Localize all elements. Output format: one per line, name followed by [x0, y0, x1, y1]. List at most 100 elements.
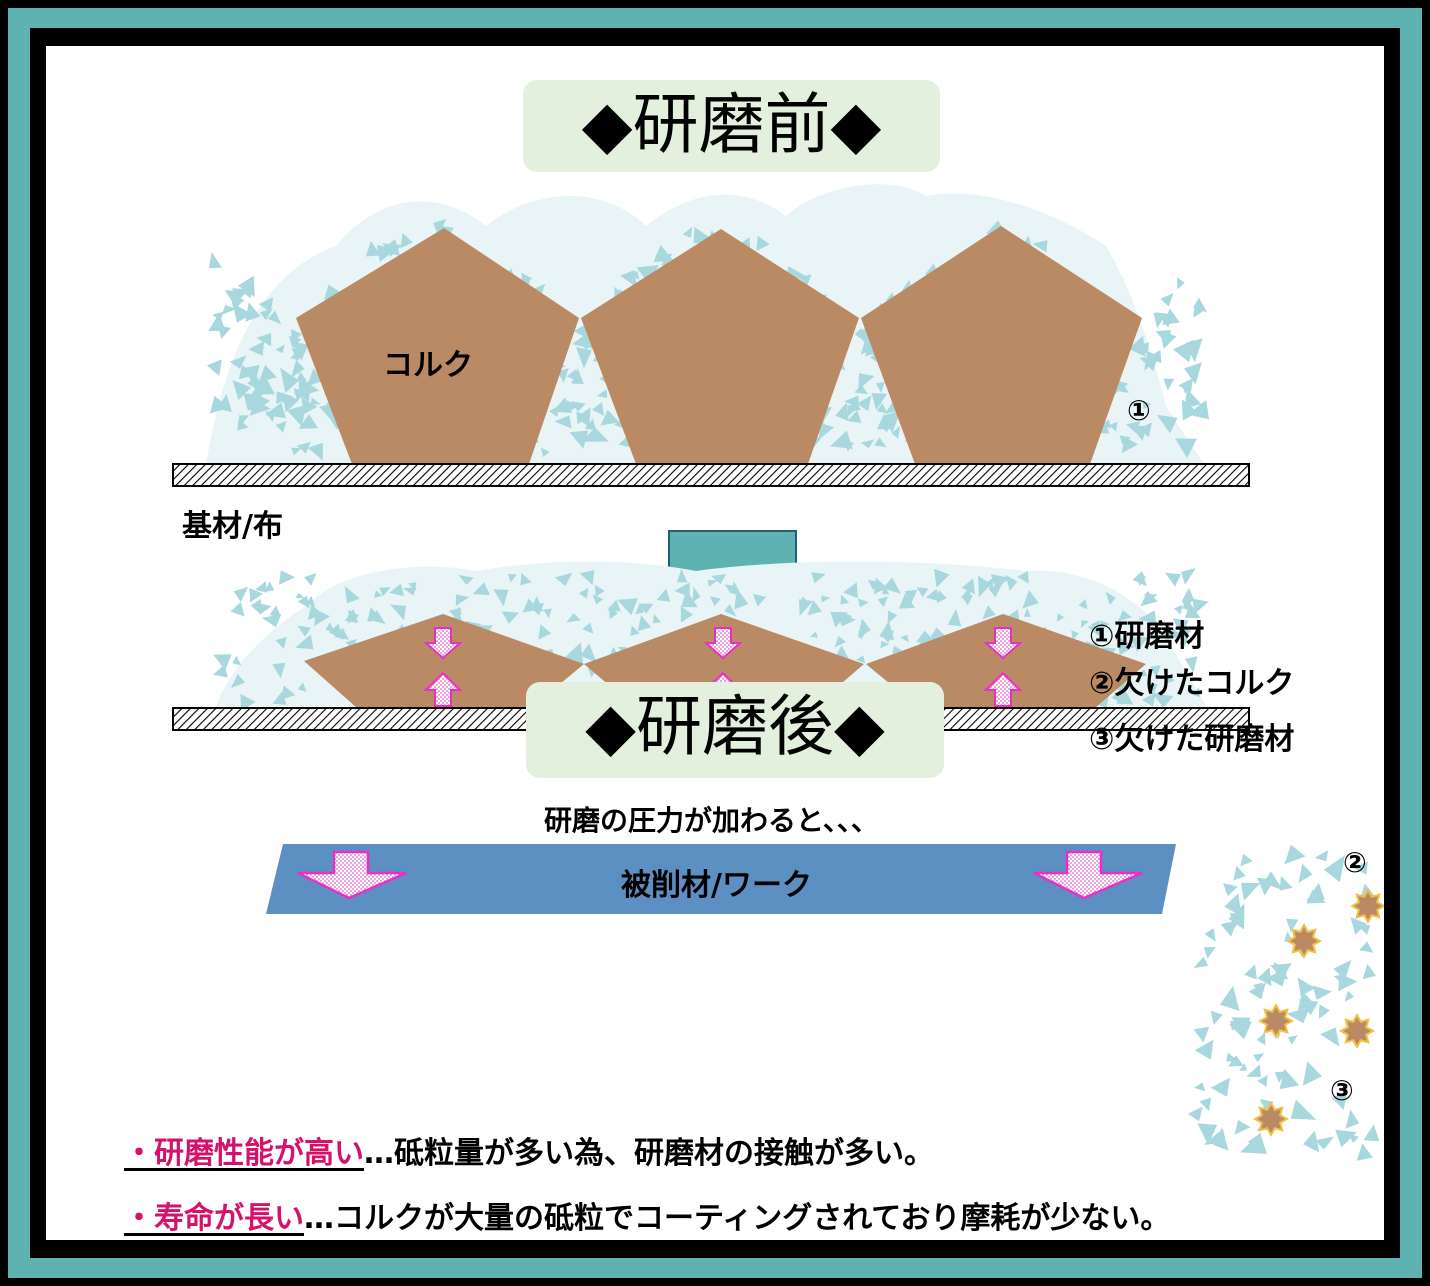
abrasive-particle: [455, 594, 470, 607]
abrasive-particle: [280, 367, 299, 393]
abrasive-particle: [296, 371, 308, 382]
abrasive-particle: [295, 592, 305, 599]
abrasive-particle: [1279, 875, 1293, 891]
abrasive-particle: [298, 414, 319, 429]
workpiece-plate: [266, 844, 1176, 914]
abrasive-particle: [365, 241, 381, 257]
abrasive-particle: [1363, 1124, 1380, 1142]
abrasive-particle: [674, 582, 690, 597]
abrasive-particle: [1344, 990, 1355, 1002]
abrasive-particle: [291, 329, 303, 343]
abrasive-particle: [1181, 587, 1195, 602]
abrasive-particle: [1118, 385, 1129, 393]
abrasive-particle: [1270, 963, 1292, 978]
abrasive-particle: [821, 595, 831, 603]
abrasive-particle: [308, 442, 323, 461]
abrasive-particle: [334, 627, 349, 640]
abrasive-particle: [1165, 572, 1181, 587]
abrasive-particle: [1286, 1007, 1310, 1024]
abrasive-particle: [1256, 1032, 1266, 1046]
abrasive-particle: [259, 308, 273, 321]
abrasive-particle: [576, 347, 592, 369]
abrasive-particle: [280, 685, 296, 700]
abrasive-particle: [830, 430, 853, 449]
abrasive-particle: [936, 590, 947, 604]
abrasive-particle: [245, 302, 261, 322]
abrasive-particle: [402, 587, 417, 596]
abrasive-particle: [1353, 861, 1368, 875]
abrasive-particle: [637, 615, 652, 631]
abrasive-particle: [304, 573, 317, 586]
abrasive-particle: [258, 297, 274, 313]
abrasive-particle: [1359, 941, 1374, 953]
abrasive-particle: [232, 288, 250, 302]
abrasive-particle: [1350, 917, 1367, 935]
abrasive-particle: [916, 587, 929, 598]
abrasive-particle: [1253, 1053, 1265, 1063]
marker-3: ③: [1330, 1074, 1354, 1107]
abrasive-particle: [1303, 1130, 1320, 1153]
abrasive-particle: [458, 575, 474, 585]
abrasive-particle: [238, 415, 249, 426]
abrasive-particle: [600, 409, 620, 426]
abrasive-particle: [1160, 330, 1177, 350]
abrasive-particle: [1139, 356, 1158, 371]
abrasive-particle: [978, 575, 992, 598]
debris-cluster: [1187, 844, 1384, 1161]
abrasive-particle: [1240, 853, 1253, 867]
abrasive-particle: [1175, 438, 1197, 459]
down-pressure-arrow: [703, 627, 743, 660]
chipped-cork-particle: [1252, 1100, 1290, 1138]
abrasive-particle: [652, 613, 662, 624]
abrasive-particle: [1164, 625, 1183, 642]
abrasive-particle: [882, 577, 901, 594]
abrasive-particle: [961, 594, 973, 606]
abrasive-particle: [279, 570, 295, 585]
abrasive-particle: [1192, 598, 1209, 614]
abrasive-particle: [961, 578, 975, 595]
abrasive-particle: [554, 415, 572, 429]
abrasive-particle: [275, 637, 287, 649]
abrasive-particle: [264, 402, 286, 419]
workpiece-label: 被削材/ワーク: [621, 868, 812, 903]
abrasive-particle: [835, 402, 849, 422]
abrasive-particle: [638, 603, 654, 614]
abrasive-particle: [1306, 889, 1326, 904]
abrasive-particle: [1297, 991, 1316, 1011]
abrasive-particle: [1240, 1132, 1267, 1154]
abrasive-particle: [1161, 308, 1180, 325]
abrasive-particle: [592, 594, 604, 605]
abrasive-particle: [1156, 414, 1178, 434]
up-pressure-arrow: [423, 671, 463, 707]
abrasive-particle: [248, 341, 265, 356]
abrasive-particle: [857, 598, 869, 608]
legend-item-3: ③欠けた研磨材: [1089, 722, 1295, 757]
abrasive-particle: [1210, 1010, 1223, 1025]
abrasive-particle: [567, 400, 578, 413]
abrasive-particle: [291, 447, 302, 456]
abrasive-particle: [508, 574, 517, 583]
diagram-canvas: ◆研磨前◆ コルク ① 基材/布 ①研磨材 ②欠けたコルク ③欠けた研磨材 ◆研…: [46, 46, 1384, 1240]
abrasive-particle: [240, 694, 256, 711]
abrasive-particle: [221, 304, 237, 315]
abrasive-particle: [1142, 692, 1156, 707]
abrasive-particle: [1244, 964, 1257, 980]
abrasive-particle: [249, 399, 271, 416]
abrasive-particle: [520, 573, 532, 586]
abrasive-particle: [1150, 665, 1161, 678]
abrasive-particle: [988, 582, 1003, 598]
workpiece-pressure-arrow-left: [297, 850, 407, 900]
abrasive-particle: [1022, 590, 1039, 609]
abrasive-particle: [275, 420, 287, 433]
abrasive-particle: [570, 401, 586, 412]
cork-label: コルク: [383, 348, 473, 383]
abrasive-particle: [1239, 1063, 1248, 1071]
abrasive-particle: [990, 574, 1010, 589]
abrasive-particle: [798, 274, 812, 286]
note-2-rest: …コルクが大量の砥粒でコーティングされており摩耗が少ない。: [304, 1201, 1171, 1236]
abrasive-particle: [382, 243, 402, 257]
down-pressure-arrow: [423, 627, 463, 660]
abrasive-particle: [1248, 982, 1266, 1000]
abrasive-particle: [1219, 985, 1240, 1011]
abrasive-particle: [1140, 591, 1158, 607]
